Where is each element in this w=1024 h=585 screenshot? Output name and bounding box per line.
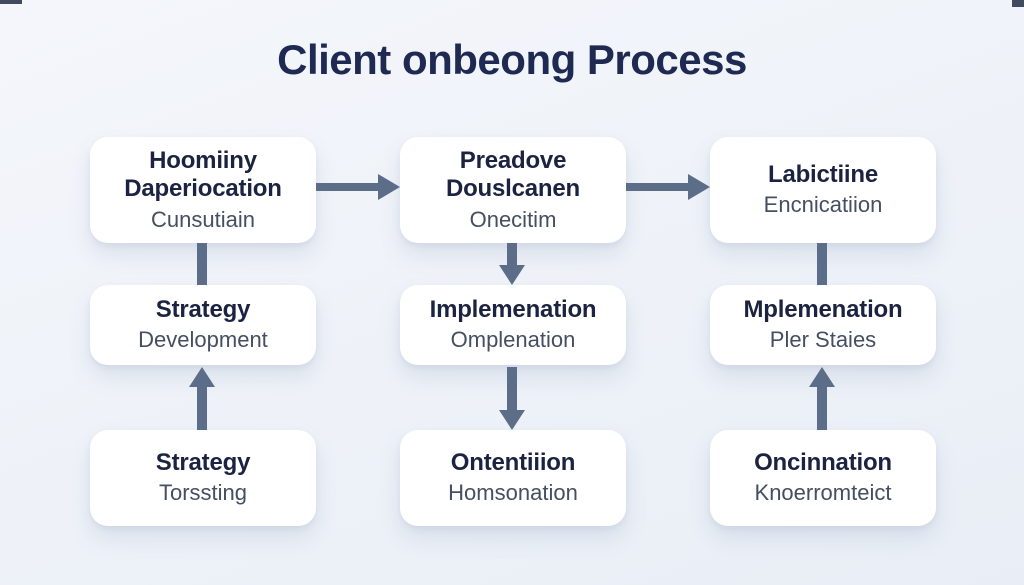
arrow-down-icon [499, 367, 525, 430]
node-bottom-right: Oncinnation Knoerromteict [710, 430, 936, 526]
node-heading: Ontentiiion [450, 449, 576, 477]
node-bottom-center: Ontentiiion Homsonation [400, 430, 626, 526]
node-subtitle: Development [138, 327, 268, 353]
arrow-right-icon [316, 174, 400, 200]
node-heading: Mplemenation [743, 296, 903, 324]
arrow-shaft [316, 183, 378, 191]
arrow-shaft [626, 183, 688, 191]
arrow-shaft [197, 387, 207, 430]
node-mid-left: Strategy Development [90, 285, 316, 365]
node-subtitle: Omplenation [450, 327, 576, 353]
arrow-head [499, 265, 525, 285]
node-heading: Strategy [155, 449, 251, 477]
arrow-up-icon [189, 367, 215, 430]
node-subtitle: Homsonation [448, 480, 578, 506]
node-heading: Oncinnation [754, 449, 892, 477]
node-top-right: Labictiine Encnicatiion [710, 137, 936, 243]
node-heading: Implemenation [429, 296, 597, 324]
node-heading: Preadove Douslcanen [445, 146, 581, 203]
node-subtitle: Torssting [158, 480, 248, 506]
connector-line [809, 243, 835, 285]
arrow-right-icon [626, 174, 710, 200]
arrow-down-icon [499, 243, 525, 285]
node-mid-center: Implemenation Omplenation [400, 285, 626, 365]
arrow-head [378, 174, 400, 200]
node-heading: Hoomiiny Daperiocation [124, 146, 282, 203]
arrow-shaft [817, 387, 827, 430]
arrow-up-icon [809, 367, 835, 430]
connector-line [189, 243, 215, 285]
node-mid-right: Mplemenation Pler Staies [710, 285, 936, 365]
arrow-head [688, 174, 710, 200]
connector-shaft [817, 243, 827, 285]
page-title: Client onbeong Process [277, 36, 747, 83]
node-subtitle: Encnicatiion [763, 192, 883, 218]
corner-artifact-top-right [1012, 0, 1024, 7]
arrow-head [499, 410, 525, 430]
node-subtitle: Knoerromteict [754, 480, 892, 506]
connector-shaft [197, 243, 207, 285]
node-heading: Strategy [155, 296, 251, 324]
arrow-shaft [507, 243, 517, 265]
arrow-head [809, 367, 835, 387]
arrow-head [189, 367, 215, 387]
node-top-center: Preadove Douslcanen Onecitim [400, 137, 626, 243]
node-subtitle: Onecitim [469, 206, 557, 232]
node-subtitle: Pler Staies [769, 327, 877, 353]
node-subtitle: Cunsutiain [151, 206, 255, 232]
node-heading: Labictiine [767, 161, 879, 189]
node-top-left: Hoomiiny Daperiocation Cunsutiain [90, 137, 316, 243]
arrow-shaft [507, 367, 517, 410]
node-bottom-left: Strategy Torssting [90, 430, 316, 526]
corner-artifact-top-left [0, 0, 22, 4]
